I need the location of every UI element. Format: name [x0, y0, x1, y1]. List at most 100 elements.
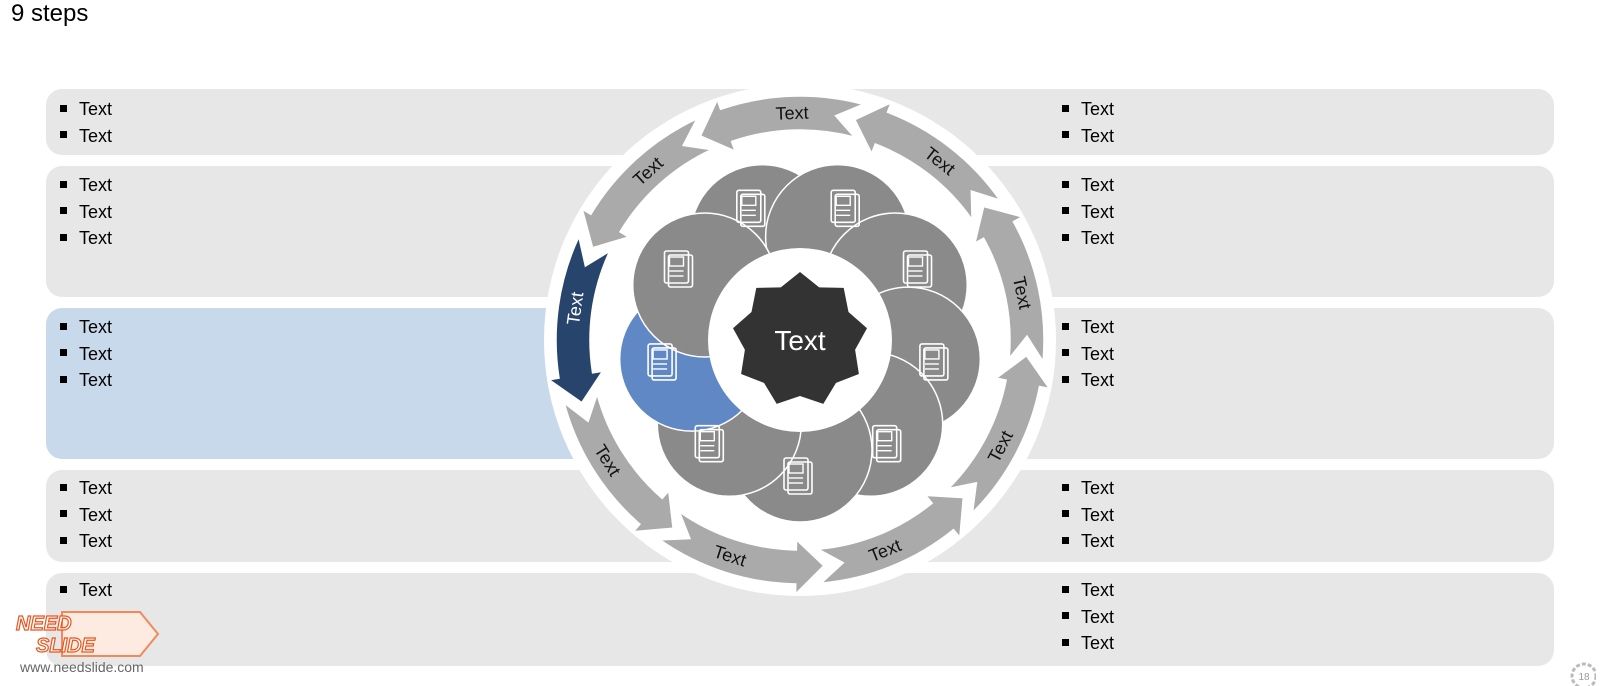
bullet-icon [60, 104, 67, 112]
report-document-icon [783, 457, 813, 495]
bar-chart-document-icon [647, 343, 677, 381]
bullet-item: Text [1062, 199, 1114, 226]
bullet-item: Text [60, 199, 112, 226]
logo-line1: NEED [16, 613, 72, 635]
bullet-icon [1062, 349, 1069, 357]
step-arrow-8 [973, 205, 1045, 364]
bullet-item: Text [60, 96, 112, 123]
pie-document-icon [902, 250, 933, 288]
bullet-icon [60, 375, 67, 383]
bullet-icon [60, 510, 67, 518]
bullet-text: Text [1081, 633, 1115, 653]
bullet-text: Text [79, 201, 113, 222]
petal-layer [618, 163, 982, 523]
bullet-icon [60, 233, 67, 241]
bullet-text: Text [1081, 504, 1115, 525]
step-arrow-7 [946, 354, 1052, 515]
bullet-item: Text [1062, 314, 1114, 341]
bullet-icon [60, 207, 67, 215]
bullet-text: Text [1081, 580, 1115, 600]
bullet-text: Text [79, 580, 113, 600]
bullet-item: Text [60, 577, 112, 604]
bullet-text: Text [1081, 99, 1115, 119]
bullet-icon [60, 483, 67, 491]
left-panel-5-text: Text [60, 577, 112, 604]
bullet-item: Text [1062, 502, 1114, 529]
bullet-icon [60, 180, 67, 188]
bullet-item: Text [1062, 577, 1114, 604]
document-icon [736, 189, 766, 228]
bullet-icon [1062, 612, 1069, 620]
center-label: Text [774, 325, 826, 356]
bullet-text: Text [1081, 606, 1115, 627]
bullet-text: Text [79, 504, 113, 525]
bullet-item: Text [60, 341, 112, 368]
bullet-text: Text [79, 531, 113, 551]
bullet-item: Text [1062, 341, 1114, 368]
step-arrow-3 [547, 234, 612, 404]
bullet-item: Text [60, 314, 112, 341]
bullet-item: Text [1062, 528, 1114, 555]
coins-download-icon [919, 343, 949, 381]
step-arrow-6 [815, 494, 965, 585]
step-arrow-label: Text [775, 103, 809, 124]
bullet-icon [1062, 536, 1069, 544]
bullet-icon [1062, 104, 1069, 112]
bullet-text: Text [1081, 201, 1115, 222]
bullet-icon [1062, 322, 1069, 330]
bullet-text: Text [1081, 343, 1115, 364]
bullet-item: Text [60, 123, 112, 150]
needslide-logo: NEED SLIDE [15, 611, 160, 658]
bullet-item: Text [1062, 630, 1114, 657]
bullet-icon [1062, 375, 1069, 383]
step-arrow-label: Text [563, 291, 587, 326]
bullet-icon [1062, 483, 1069, 491]
bullet-icon [1062, 131, 1069, 139]
bullet-text: Text [79, 478, 113, 498]
bullet-icon [60, 536, 67, 544]
bullet-item: Text [60, 502, 112, 529]
bullet-icon [1062, 638, 1069, 646]
bullet-text: Text [1081, 175, 1115, 195]
bullet-icon [1062, 585, 1069, 593]
step-arrow-4 [563, 391, 674, 533]
bullet-icon [1062, 180, 1069, 188]
bullet-text: Text [79, 370, 113, 390]
presentation-icon [871, 424, 902, 463]
bullet-text: Text [1081, 370, 1115, 390]
bullet-icon [60, 585, 67, 593]
bullet-item: Text [1062, 225, 1114, 252]
bullet-text: Text [1081, 228, 1115, 248]
bullet-item: Text [1062, 475, 1114, 502]
bullet-text: Text [79, 175, 113, 195]
bullet-icon [60, 131, 67, 139]
bullet-item: Text [1062, 367, 1114, 394]
website-url[interactable]: www.needslide.com [20, 659, 144, 675]
page-title: 9 steps [11, 0, 89, 27]
page-number-badge: 18 [1570, 662, 1596, 686]
bullet-icon [60, 322, 67, 330]
bullet-icon [1062, 510, 1069, 518]
bullet-icon [60, 349, 67, 357]
bullet-icon [1062, 233, 1069, 241]
bullet-text: Text [79, 317, 113, 337]
bullet-text: Text [79, 343, 113, 364]
logo-line2: SLIDE [36, 635, 96, 657]
binders-icon [663, 250, 694, 288]
page-number: 18 [1578, 672, 1590, 683]
step-arrow-2 [581, 117, 714, 249]
step-arrow-1 [699, 95, 866, 153]
bullet-text: Text [1081, 531, 1115, 551]
bullet-item: Text [1062, 123, 1114, 150]
bullet-item: Text [60, 225, 112, 252]
step-arrow-5 [657, 509, 825, 596]
center-star-shape [733, 272, 867, 404]
